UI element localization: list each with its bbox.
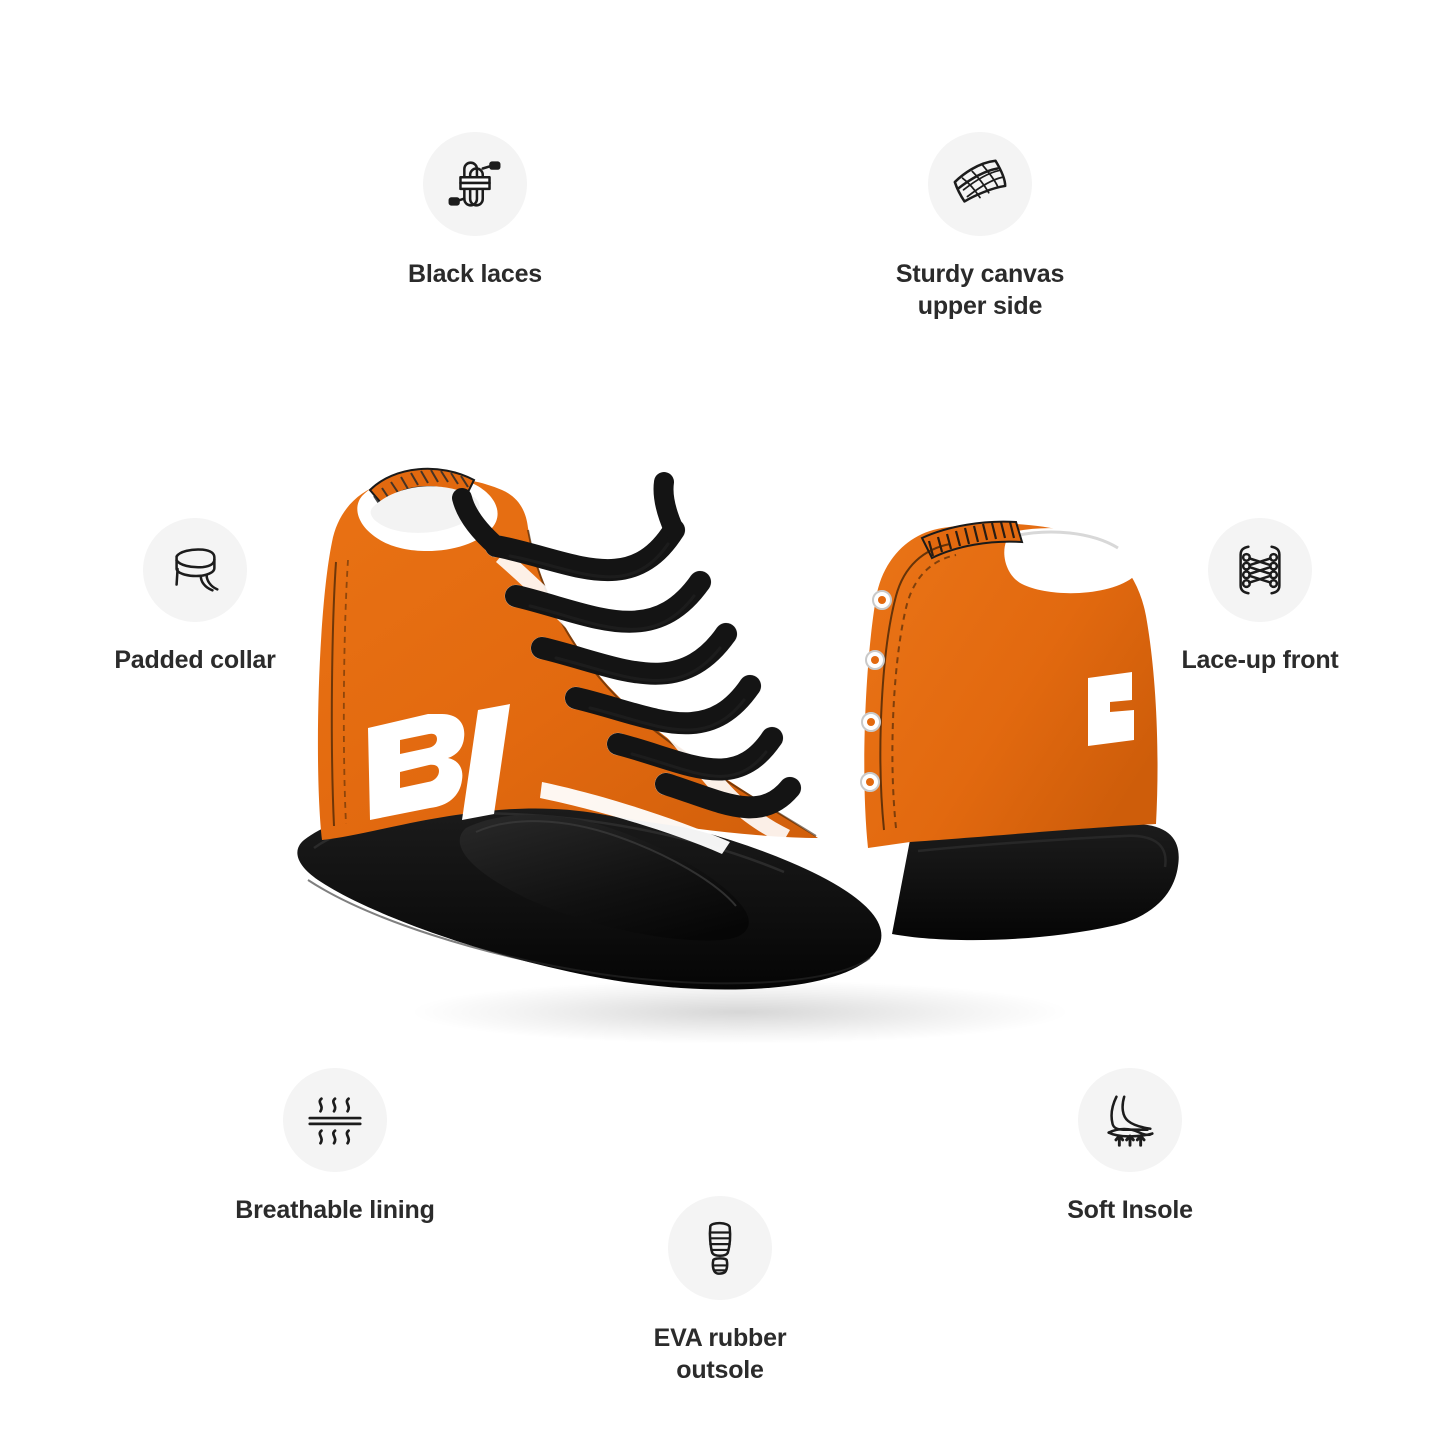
feature-lace-up-front: Lace-up front [1130,518,1390,676]
feature-label: EVA rubber outsole [653,1324,787,1384]
feature-padded-collar: Padded collar [65,518,325,676]
feature-black-laces: Black laces [345,132,605,290]
feature-label: Black laces [407,260,543,288]
right-shoe-heel-stitch [920,520,1024,560]
right-shoe-collar-opening [1004,528,1138,594]
foot-insole-icon [1078,1068,1182,1172]
feature-label: Soft Insole [1067,1196,1193,1224]
canvas-fabric-icon [928,132,1032,236]
feature-label: Lace-up front [1181,646,1339,674]
feature-label: Padded collar [114,646,276,674]
padded-collar-icon [143,518,247,622]
lace-eyelets-icon [1208,518,1312,622]
feature-eva-outsole: EVA rubber outsole [590,1196,850,1386]
feature-label: Sturdy canvas upper side [895,260,1065,320]
feature-breathable-lining: Breathable lining [205,1068,465,1226]
shoelace-coil-icon [423,132,527,236]
shoe-right [860,520,1179,941]
left-shoe-toe-cap [459,814,749,941]
shoe-tread-icon [668,1196,772,1300]
feature-label: Breathable lining [235,1196,435,1224]
left-shoe-laces [485,519,801,819]
left-shoe-logo [368,704,510,820]
breathable-air-icon [283,1068,387,1172]
sneaker-product-image [270,410,1190,1050]
right-shoe-eyelets [860,590,892,792]
shoe-shadow [410,980,1070,1044]
right-shoe-logo [1088,672,1134,746]
shoe-left [297,467,882,990]
right-shoe-upper [864,523,1158,848]
left-shoe-white-welt [540,782,730,854]
right-shoe-sole [892,823,1179,941]
feature-soft-insole: Soft Insole [1000,1068,1260,1226]
feature-sturdy-canvas: Sturdy canvas upper side [850,132,1110,322]
